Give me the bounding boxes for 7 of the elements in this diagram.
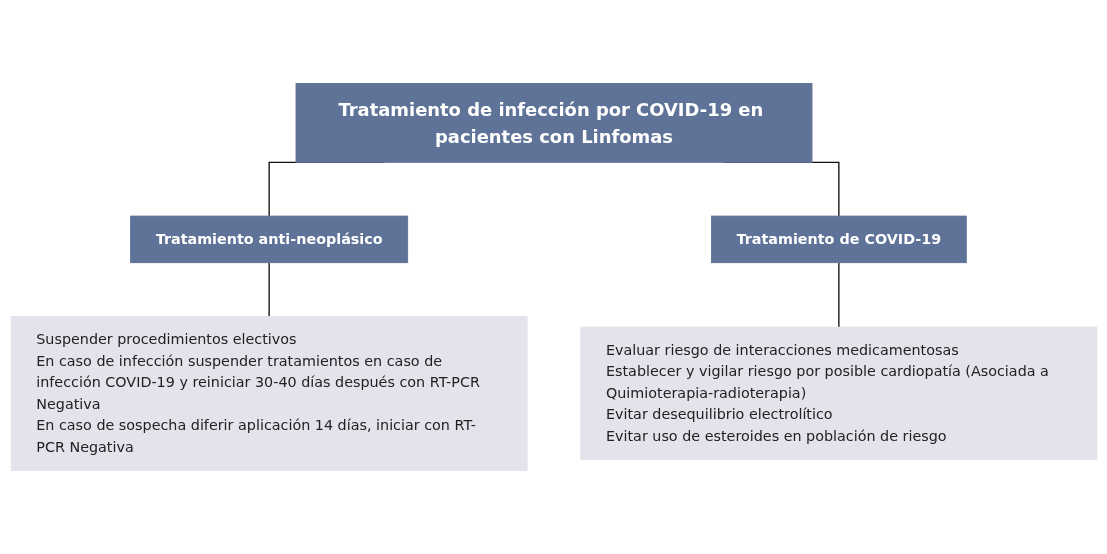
- node-box: Suspender procedimientos electivos En caso de infección suspender tratamientos en caso de infección COVID-19 y reiniciar 30-40 días después con RT-PCR Negativa En caso de sospecha diferir aplicación 14 días, iniciar con RT-PCR Negativa: [10, 315, 528, 471]
- node-box: Tratamiento de COVID-19: [710, 215, 967, 264]
- node-box: Evaluar riesgo de interacciones medicamentosas Establecer y vigilar riesgo por posible cardiopatía (Asociada a Quimioterapia-radioterapia) Evitar desequilibrio electrolítico Evitar uso de esteroides en población de riesgo: [579, 326, 1097, 461]
- connector: [837, 262, 839, 328]
- connector: [267, 262, 270, 318]
- node-box: Tratamiento de infección por COVID-19 en pacientes con Linfomas: [295, 83, 812, 163]
- node-box: Tratamiento anti-neoplásico: [129, 215, 408, 264]
